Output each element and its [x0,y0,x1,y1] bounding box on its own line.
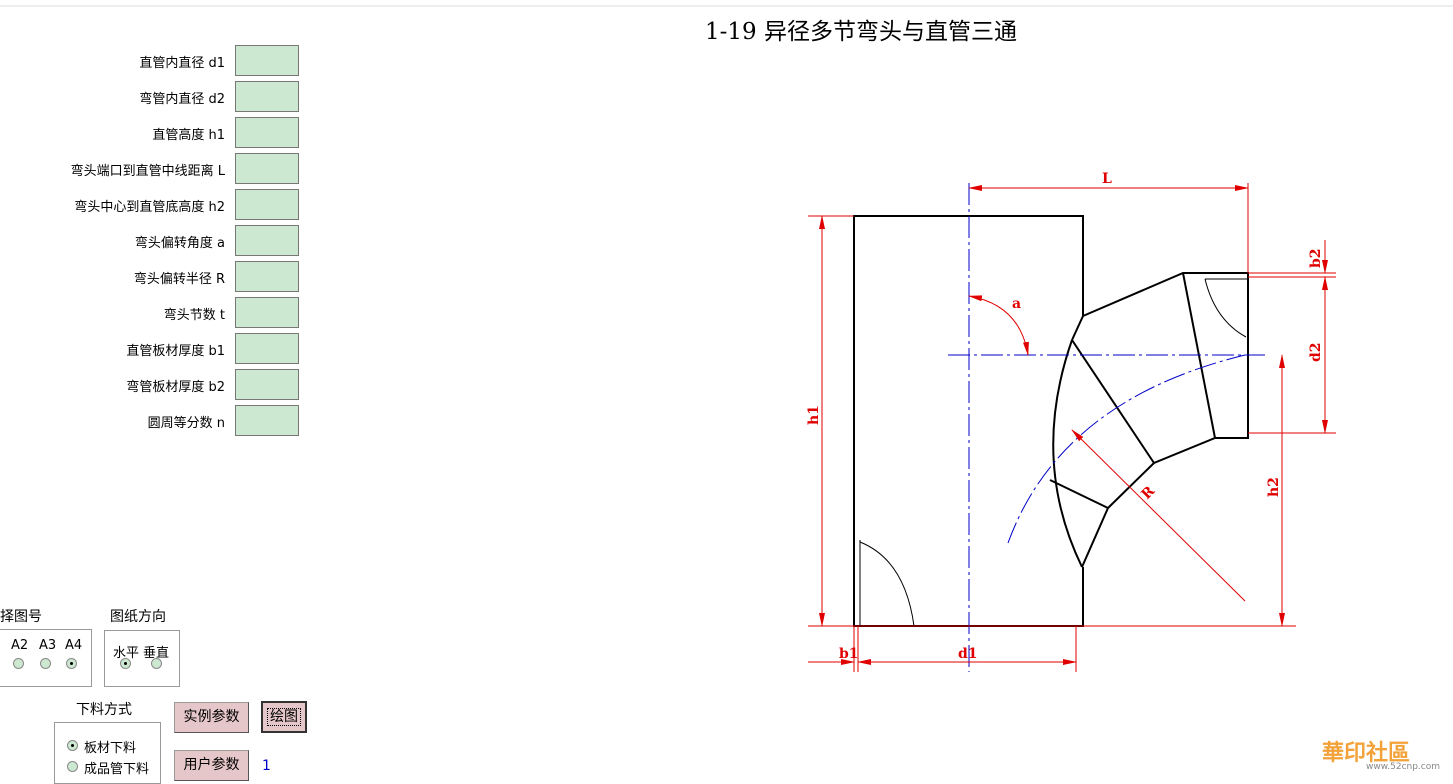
param-input[interactable] [235,153,299,184]
paper-a3-radio[interactable] [40,658,51,669]
param-input[interactable] [235,369,299,400]
dim-label-h2: h2 [1266,477,1282,497]
param-label: 弯头偏转半径 R [133,272,225,287]
dim-label-h1: h1 [806,405,822,425]
paper-a2-label: A2 [11,638,29,653]
param-label: 弯头端口到直管中线距离 L [70,164,225,179]
cut-method-label: 下料方式 [76,702,132,718]
param-label: 直管高度 h1 [152,128,225,143]
user-params-button[interactable]: 用户参数 [174,750,249,781]
param-label: 圆周等分数 n [147,416,225,431]
param-label: 弯管板材厚度 b2 [126,380,225,395]
dim-label-b2: b2 [1308,248,1324,268]
dimension-lines [808,183,1336,672]
dim-label-d2: d2 [1308,342,1324,362]
param-row: 弯头偏转角度 a [0,225,300,256]
cut-method-group: 板材下料 成品管下料 [54,722,161,784]
orientation-vertical-label: 垂直 [143,646,170,661]
example-params-button[interactable]: 实例参数 [174,702,249,733]
paper-a3-label: A3 [39,638,57,653]
param-input[interactable] [235,225,299,256]
param-row: 弯管内直径 d2 [0,81,300,112]
param-input[interactable] [235,189,299,220]
section-arcs [859,278,1247,627]
paper-size-label: 择图号 [0,609,42,625]
draw-button-label: 绘图 [267,708,301,726]
param-label: 弯管内直径 d2 [139,92,225,107]
param-row: 直管板材厚度 b1 [0,333,300,364]
centerlines [948,183,1265,672]
watermark-url: www.52cnp.com [1366,762,1441,772]
dim-label-b1: b1 [839,646,859,662]
orientation-group: 水平 垂直 [104,630,180,687]
param-input[interactable] [235,405,299,436]
param-row: 直管高度 h1 [0,117,300,148]
paper-a4-label: A4 [65,638,83,653]
param-input[interactable] [235,297,299,328]
param-label: 弯头偏转角度 a [134,236,225,251]
param-input[interactable] [235,45,299,76]
paper-a2-radio[interactable] [13,658,24,669]
param-row: 弯头偏转半径 R [0,261,300,292]
param-input[interactable] [235,81,299,112]
draw-button[interactable]: 绘图 [261,701,307,733]
param-row: 弯头端口到直管中线距离 L [0,153,300,184]
dim-label-d1: d1 [958,646,978,662]
param-row: 弯头节数 t [0,297,300,328]
param-input[interactable] [235,333,299,364]
param-row: 圆周等分数 n [0,405,300,436]
menu-bar[interactable] [0,0,1453,7]
param-input[interactable] [235,261,299,292]
orientation-vertical-radio[interactable] [151,658,162,669]
orientation-label: 图纸方向 [110,609,166,625]
drawing-title: 1-19 异径多节弯头与直管三通 [705,19,1017,45]
watermark-text: 華印社區 [1322,741,1411,766]
cut-plate-label: 板材下料 [84,741,137,756]
param-row: 直管内直径 d1 [0,45,300,76]
orientation-horizontal-radio[interactable] [120,658,131,669]
dim-label-R: R [1139,483,1159,503]
user-param-count: 1 [262,758,271,774]
cut-pipe-radio[interactable] [67,761,78,772]
dim-label-a: a [1012,296,1021,312]
param-label: 弯头中心到直管底高度 h2 [74,200,225,215]
paper-a4-radio[interactable] [66,658,77,669]
param-row: 弯管板材厚度 b2 [0,369,300,400]
param-label: 直管内直径 d1 [139,56,225,71]
param-label: 直管板材厚度 b1 [126,344,225,359]
pipe-outline [853,215,1249,627]
param-row: 弯头中心到直管底高度 h2 [0,189,300,220]
cut-pipe-label: 成品管下料 [84,762,150,777]
param-label: 弯头节数 t [163,308,225,323]
dim-label-L: L [1102,171,1112,187]
orientation-horizontal-label: 水平 [113,646,140,661]
paper-size-group: A2 A3 A4 [0,629,92,687]
param-input[interactable] [235,117,299,148]
cut-plate-radio[interactable] [67,740,78,751]
